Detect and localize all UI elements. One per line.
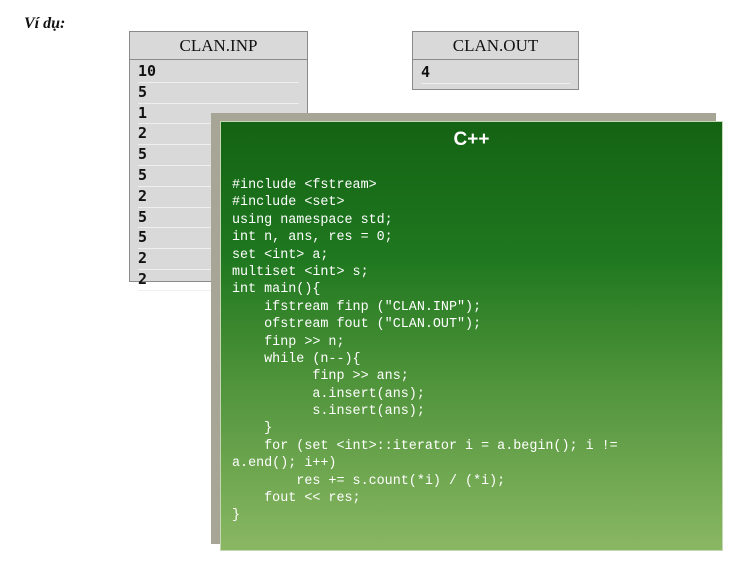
- input-file-line: 5: [138, 83, 299, 104]
- code-block: #include <fstream> #include <set>using na…: [232, 177, 712, 525]
- code-line: #include <set>: [232, 195, 345, 211]
- code-line: multiset <int> s;: [232, 264, 369, 280]
- code-line: set <int> a;: [232, 247, 329, 263]
- code-line: #include <fstream>: [232, 178, 377, 193]
- code-line: ifstream finp ("CLAN.INP");: [232, 299, 482, 315]
- code-line: a.insert(ans);: [232, 386, 425, 402]
- example-label: Ví dụ:: [24, 15, 66, 32]
- code-line: ofstream fout ("CLAN.OUT");: [232, 317, 482, 333]
- input-file-name: CLAN.INP: [130, 32, 307, 60]
- code-line: a.end(); i++): [232, 456, 337, 472]
- code-line: finp >> ans;: [232, 369, 409, 385]
- code-line: using namespace std;: [232, 212, 393, 228]
- code-line: while (n--){: [232, 351, 361, 367]
- code-line: finp >> n;: [232, 334, 345, 350]
- code-line: }: [232, 421, 273, 437]
- output-file-lines: 4: [413, 60, 578, 84]
- code-line: for (set <int>::iterator i = a.begin(); …: [232, 438, 618, 454]
- code-line: s.insert(ans);: [232, 404, 425, 420]
- input-file-line: 10: [138, 62, 299, 83]
- code-line: res += s.count(*i) / (*i);: [232, 473, 506, 489]
- code-line: }: [232, 508, 241, 524]
- output-file-line: 4: [421, 63, 570, 84]
- output-file-name: CLAN.OUT: [413, 32, 578, 60]
- code-line: int main(){: [232, 282, 321, 298]
- code-line: fout << res;: [232, 491, 361, 507]
- code-line: int n, ans, res = 0;: [232, 230, 393, 246]
- output-file-box: CLAN.OUT 4: [412, 31, 579, 90]
- code-panel-title: C++: [453, 129, 490, 150]
- code-panel: C++ #include <fstream> #include <set>usin…: [220, 121, 723, 551]
